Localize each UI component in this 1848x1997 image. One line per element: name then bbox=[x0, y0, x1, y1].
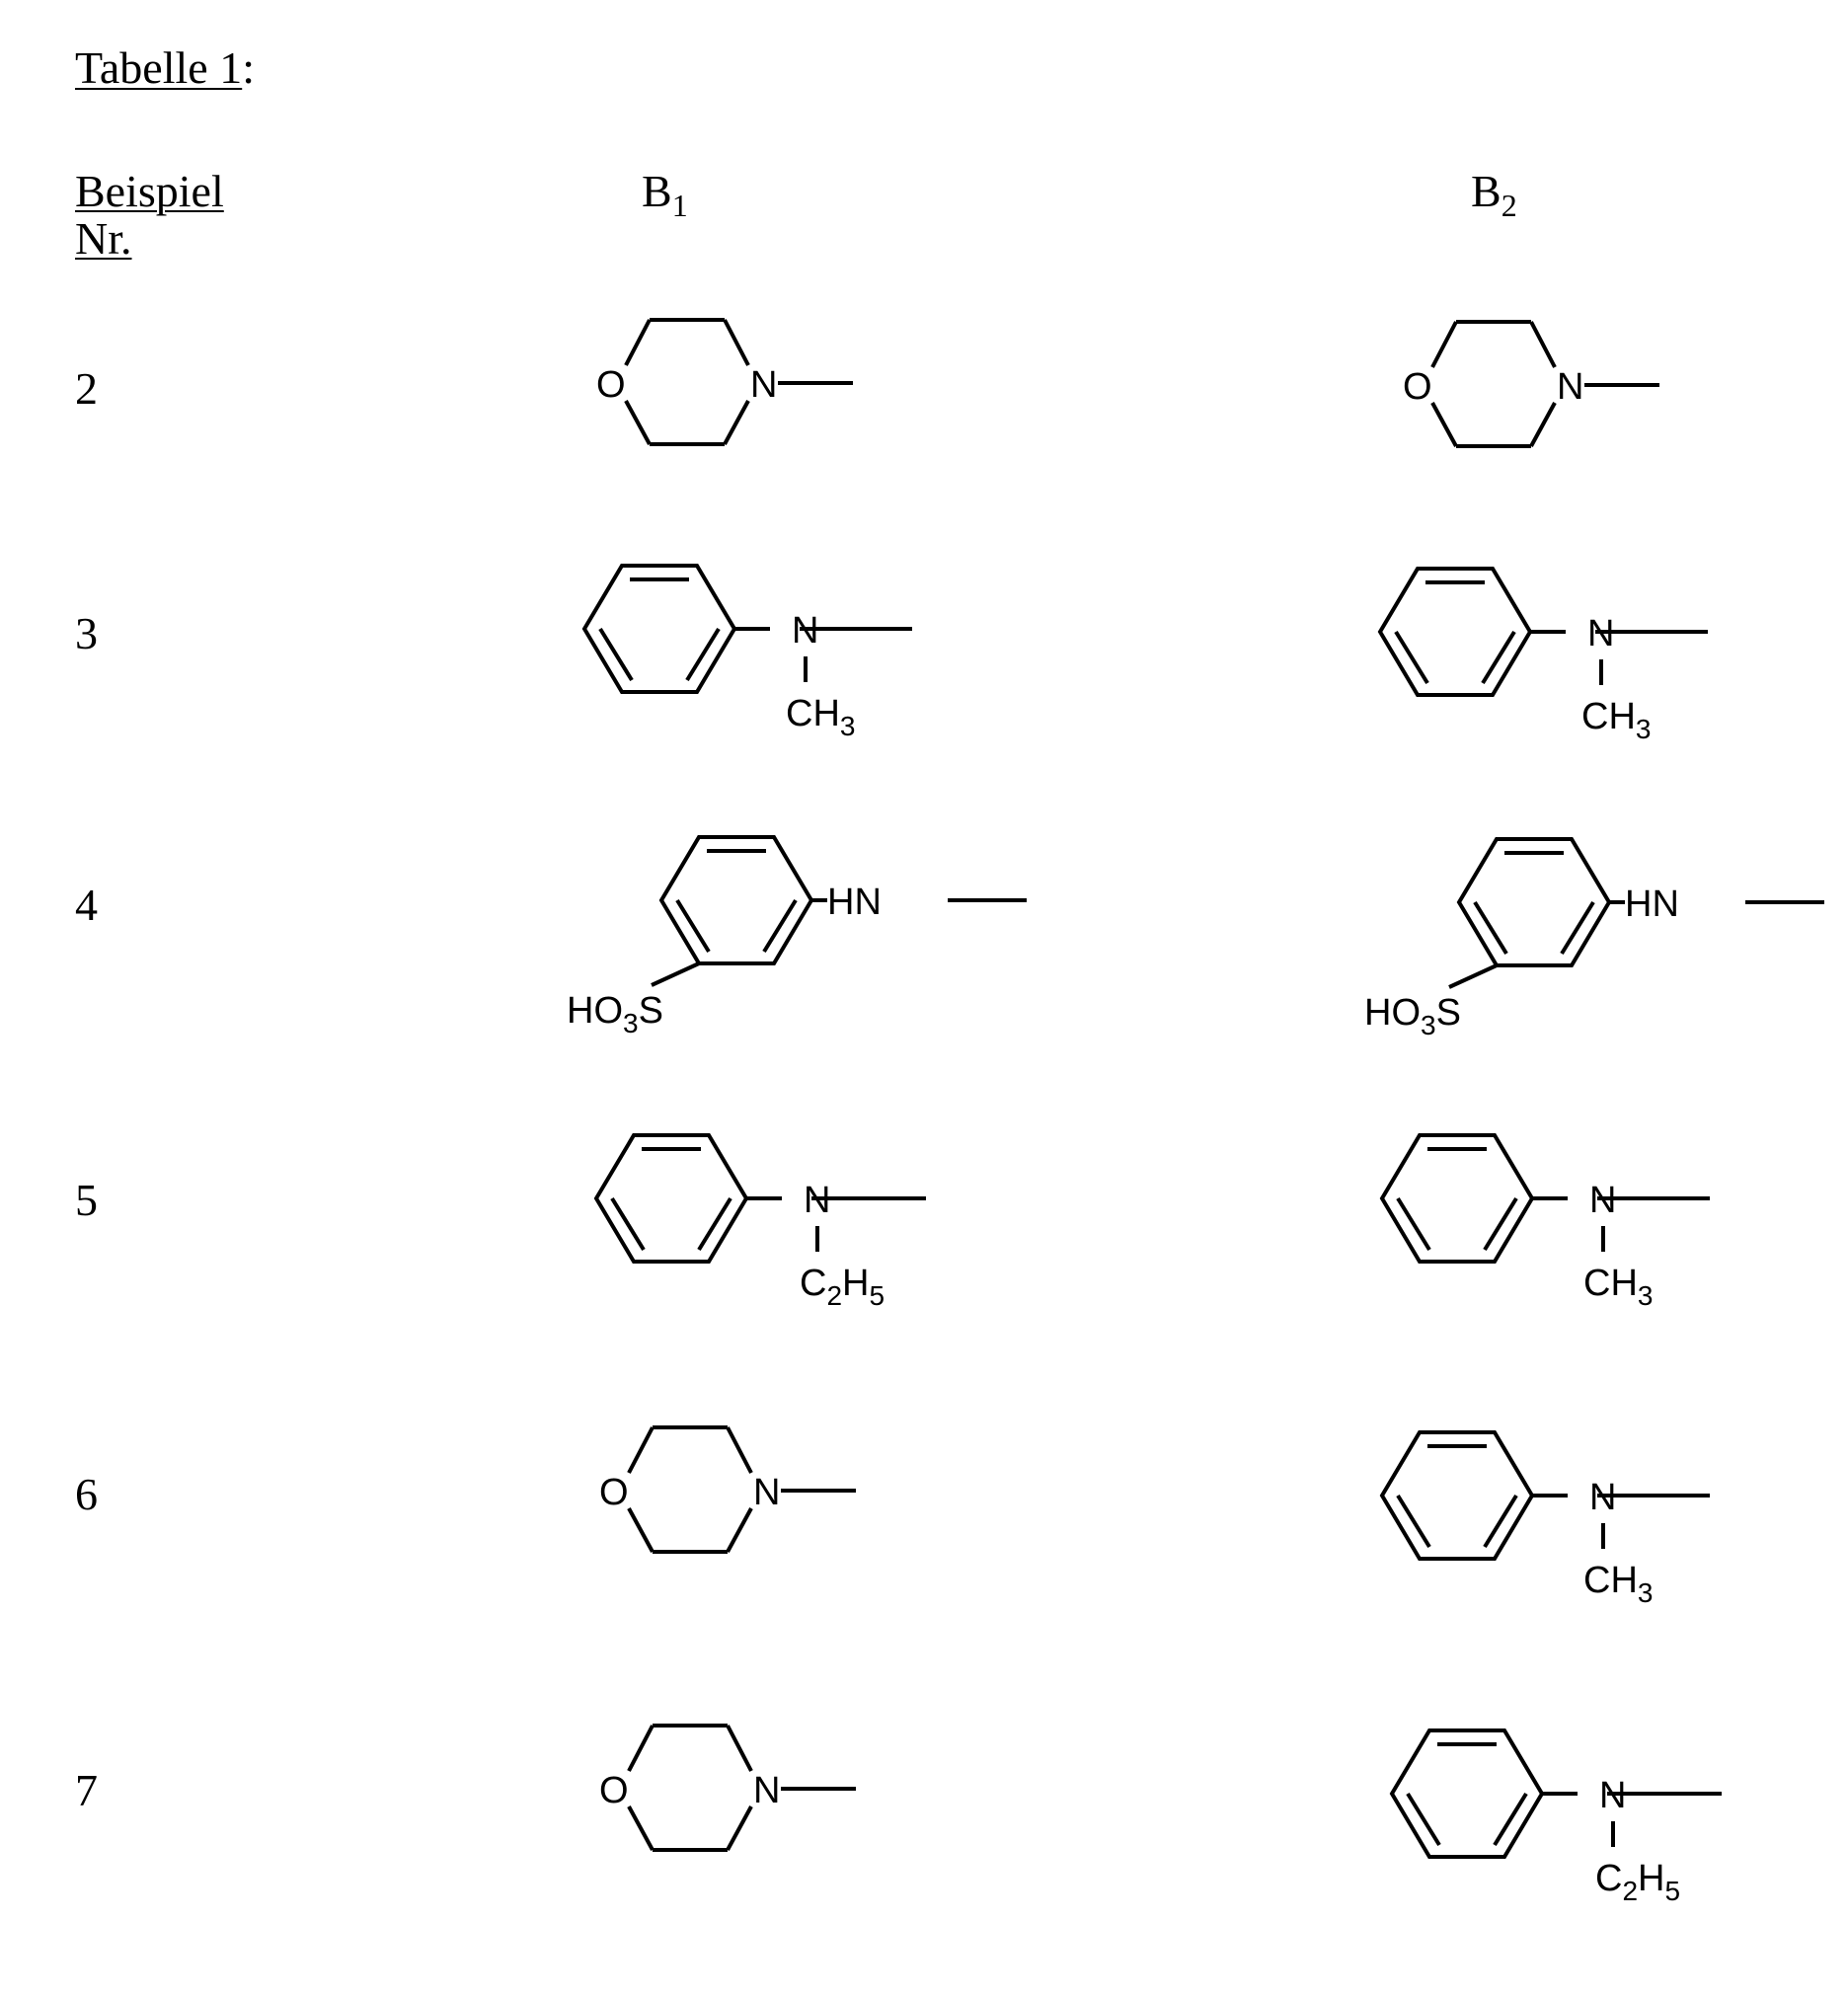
row-number: 5 bbox=[75, 1177, 98, 1224]
n-methylanilino-structure: N CH3 bbox=[1368, 561, 1724, 758]
column-header-b2-index: 2 bbox=[1502, 188, 1517, 223]
table-title-label: Tabelle 1 bbox=[75, 42, 242, 93]
morpholino-structure: O N bbox=[1379, 308, 1675, 466]
nitrogen-atom-label: N bbox=[792, 610, 818, 652]
nitrogen-atom-label: N bbox=[1589, 1180, 1616, 1221]
column-header-b2-letter: B bbox=[1471, 166, 1502, 216]
row-number: 4 bbox=[75, 882, 98, 929]
row-number: 2 bbox=[75, 365, 98, 413]
row-number: 7 bbox=[75, 1767, 98, 1814]
n-methylanilino-structure: N CH3 bbox=[1370, 1127, 1726, 1325]
n-methylanilino-structure: N CH3 bbox=[573, 558, 928, 755]
ethyl-group-label: C2H5 bbox=[1595, 1858, 1680, 1906]
oxygen-atom-label: O bbox=[599, 1770, 629, 1811]
nitrogen-atom-label: N bbox=[750, 364, 777, 406]
oxygen-atom-label: O bbox=[596, 364, 626, 406]
row-number: 6 bbox=[75, 1471, 98, 1518]
n-ethylanilino-structure: N C2H5 bbox=[1380, 1723, 1735, 1920]
nitrogen-atom-label: N bbox=[753, 1472, 780, 1513]
nitrogen-atom-label: N bbox=[1557, 366, 1583, 408]
column-header-b1-letter: B bbox=[642, 166, 672, 216]
methyl-group-label: CH3 bbox=[1583, 1560, 1653, 1608]
n-ethylanilino-structure: N C2H5 bbox=[584, 1127, 940, 1325]
column-header-b1: B1 bbox=[642, 168, 688, 229]
table-title: Tabelle 1: bbox=[75, 41, 255, 94]
sulfonic-acid-label: HO3S bbox=[1364, 992, 1461, 1040]
nitrogen-atom-label: N bbox=[1587, 613, 1614, 654]
nitrogen-atom-label: N bbox=[753, 1770, 780, 1811]
column-header-example-line1: Beispiel bbox=[75, 168, 224, 215]
column-header-b2: B2 bbox=[1471, 168, 1517, 229]
n-methylanilino-structure: N CH3 bbox=[1370, 1424, 1726, 1622]
amino-group-label: HN bbox=[827, 882, 882, 923]
methyl-group-label: CH3 bbox=[1583, 1263, 1653, 1311]
morpholino-structure: O N bbox=[573, 306, 869, 464]
morpholino-structure: O N bbox=[576, 1712, 872, 1870]
row-number: 3 bbox=[75, 610, 98, 657]
nitrogen-atom-label: N bbox=[1599, 1775, 1626, 1816]
column-header-example-line2: Nr. bbox=[75, 215, 224, 263]
sulfoanilino-structure: HN HO3S bbox=[563, 829, 1037, 1046]
amino-group-label: HN bbox=[1625, 883, 1679, 925]
methyl-group-label: CH3 bbox=[786, 693, 855, 741]
oxygen-atom-label: O bbox=[1403, 366, 1432, 408]
ethyl-group-label: C2H5 bbox=[800, 1263, 885, 1311]
nitrogen-atom-label: N bbox=[1589, 1477, 1616, 1518]
morpholino-structure: O N bbox=[576, 1414, 872, 1572]
methyl-group-label: CH3 bbox=[1581, 696, 1651, 744]
column-header-example-number: Beispiel Nr. bbox=[75, 168, 224, 263]
column-header-b1-index: 1 bbox=[672, 188, 688, 223]
sulfonic-acid-label: HO3S bbox=[567, 990, 663, 1038]
oxygen-atom-label: O bbox=[599, 1472, 629, 1513]
sulfoanilino-structure: HO3S HN bbox=[1360, 831, 1834, 1048]
nitrogen-atom-label: N bbox=[804, 1180, 830, 1221]
table-title-colon: : bbox=[242, 42, 255, 93]
